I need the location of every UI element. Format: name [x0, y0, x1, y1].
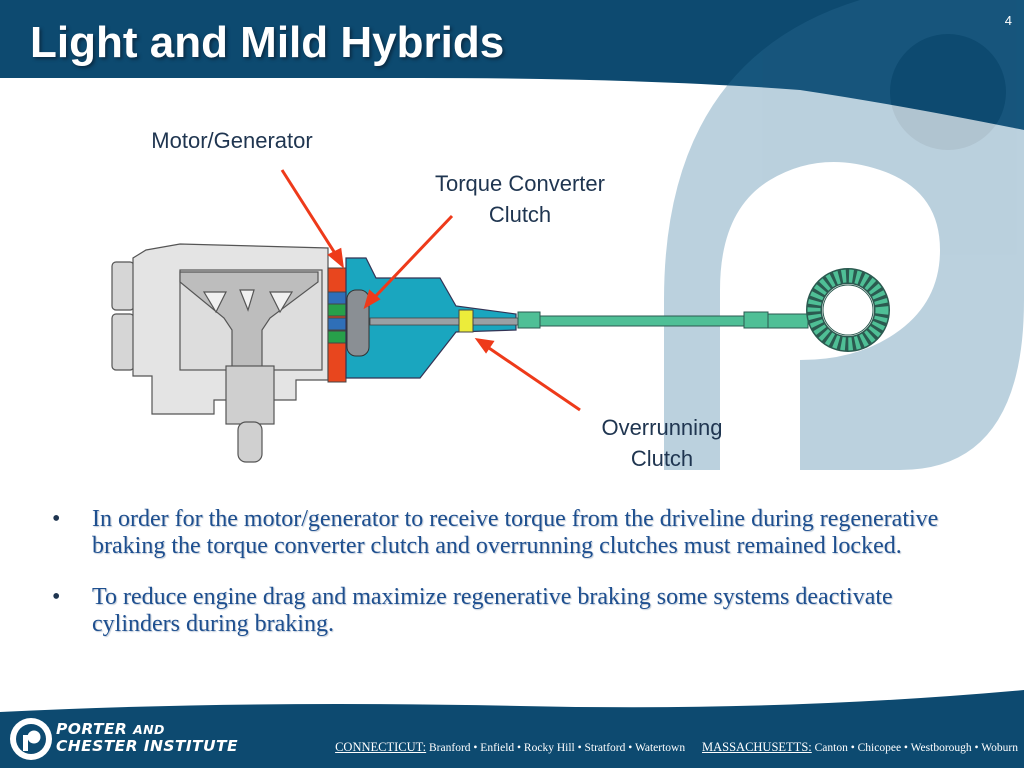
bullet-marker: •	[52, 506, 61, 532]
torque-converter-clutch-label: Torque Converter Clutch	[435, 171, 605, 227]
differential-ring-gear	[806, 268, 890, 352]
footer-band	[0, 690, 1024, 768]
motor-generator	[327, 267, 347, 383]
logo-line-1: PORTER AND	[56, 720, 165, 738]
bullet-list: • In order for the motor/generator to rec…	[52, 506, 972, 662]
pointer-arrows	[280, 169, 581, 412]
driveshaft	[517, 311, 809, 329]
oil-filter	[237, 421, 263, 463]
bullet-text: To reduce engine drag and maximize regen…	[92, 584, 893, 637]
motor-generator-pointer	[280, 169, 340, 259]
overrunning-clutch	[458, 309, 474, 333]
torque-converter-pointer	[370, 214, 454, 302]
bullet-text: In order for the motor/generator to rece…	[92, 506, 939, 559]
engine-block	[111, 243, 329, 463]
overrunning-clutch-pointer	[485, 344, 581, 412]
torque-converter-clutch	[346, 289, 370, 357]
state-connecticut: CONNECTICUT:	[335, 740, 427, 754]
engine-pulley-bottom	[111, 313, 135, 371]
logo-line-2: CHESTER INSTITUTE	[56, 737, 238, 755]
footer-logo-mark	[10, 718, 52, 760]
engine-pulley-top	[111, 261, 135, 311]
towns-massachusetts: Canton • Chicopee • Westborough • Woburn	[814, 742, 1018, 754]
drivetrain-diagram	[111, 169, 890, 463]
header-band	[0, 0, 1024, 130]
slide-number: 4	[1004, 13, 1012, 28]
towns-connecticut: Branford • Enfield • Rocky Hill • Stratf…	[429, 742, 686, 754]
bullet-marker: •	[52, 584, 61, 610]
slide-title: Light and Mild Hybrids	[30, 18, 505, 67]
overrunning-clutch-label: Overrunning Clutch	[601, 415, 723, 471]
state-massachusetts: MASSACHUSETTS:	[702, 740, 812, 754]
bullet-item: • To reduce engine drag and maximize rege…	[52, 584, 972, 638]
watermark-logo	[664, 0, 1024, 470]
bullet-item: • In order for the motor/generator to rec…	[52, 506, 972, 560]
motor-generator-label: Motor/Generator	[151, 128, 313, 153]
input-shaft	[369, 317, 519, 326]
footer-logo-text: PORTER AND CHESTER INSTITUTE	[56, 721, 238, 755]
throttle-body	[225, 365, 275, 425]
footer-locations: CONNECTICUT: Branford • Enfield • Rocky …	[262, 740, 1018, 755]
